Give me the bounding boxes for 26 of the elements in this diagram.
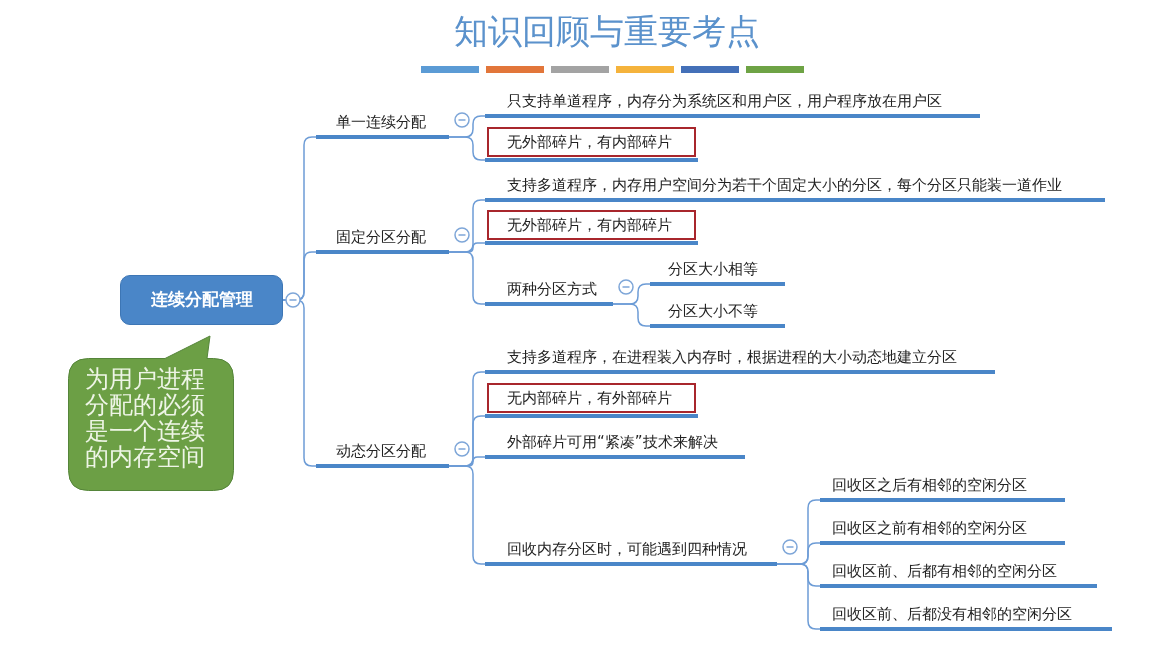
branch-line bbox=[448, 465, 486, 565]
topic-text: 分区大小不等 bbox=[668, 301, 758, 321]
topic-text: 两种分区方式 bbox=[507, 279, 597, 299]
title: 知识回顾与重要考点 bbox=[453, 10, 761, 53]
topic-text: 支持多道程序，在进程装入内存时，根据进程的大小动态地建立分区 bbox=[507, 347, 957, 367]
branch-line bbox=[282, 299, 317, 467]
topic-text: 只支持单道程序，内存分为系统区和用户区，用户程序放在用户区 bbox=[507, 91, 942, 111]
topic-text: 回收区前、后都有相邻的空闲分区 bbox=[832, 561, 1057, 581]
topic-text: 外部碎片可用“紧凑”技术来解决 bbox=[507, 432, 718, 452]
topic-text: 动态分区分配 bbox=[336, 441, 426, 461]
topic-text: 回收区前、后都没有相邻的空闲分区 bbox=[832, 604, 1072, 624]
root-topic: 连续分配管理 bbox=[120, 275, 283, 325]
branch-line bbox=[776, 563, 821, 630]
highlighted-text: 无外部碎片，有内部碎片 bbox=[487, 210, 696, 240]
topic-text: 回收区之后有相邻的空闲分区 bbox=[832, 475, 1027, 495]
topic-text: 支持多道程序，内存用户空间分为若干个固定大小的分区，每个分区只能装一道作业 bbox=[507, 175, 1062, 195]
branch-line bbox=[448, 251, 486, 305]
callout-text: 为用户进程分配的必须是一个连续的内存空间 bbox=[85, 366, 206, 470]
topic-text: 固定分区分配 bbox=[336, 227, 426, 247]
topic-text: 分区大小相等 bbox=[668, 259, 758, 279]
topic-text: 回收区之前有相邻的空闲分区 bbox=[832, 518, 1027, 538]
topic-text: 单一连续分配 bbox=[336, 112, 426, 132]
highlighted-text: 无外部碎片，有内部碎片 bbox=[487, 127, 696, 157]
speech-bubble bbox=[68, 335, 234, 491]
highlighted-text: 无内部碎片，有外部碎片 bbox=[487, 383, 696, 413]
topic-text: 回收内存分区时，可能遇到四种情况 bbox=[507, 539, 747, 559]
